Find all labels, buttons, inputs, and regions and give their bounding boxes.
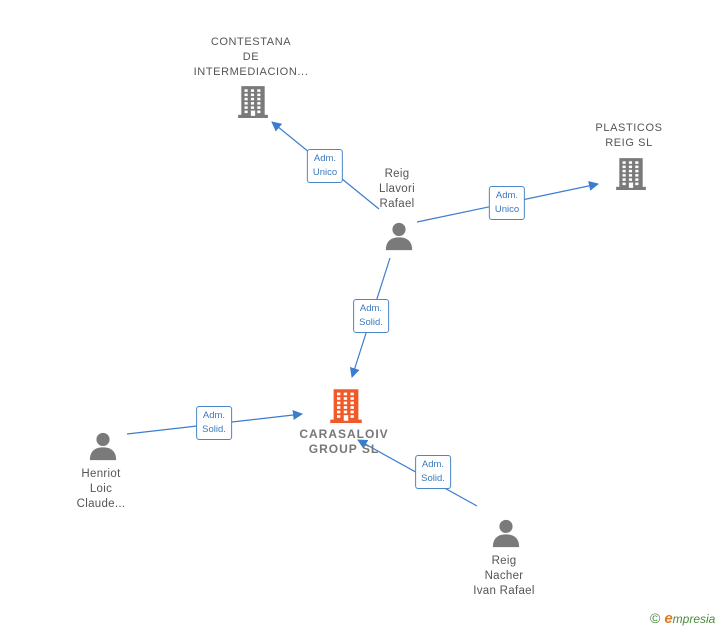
edge-label-line: Adm. [495,190,519,201]
edge-label-reig-nacher-to-carasaloiv[interactable]: Adm. Solid. [415,455,451,489]
node-label-line: Reig [491,555,517,567]
node-label-line: Loic [89,483,113,495]
edge-label-line: Unico [494,204,520,215]
person-icon[interactable] [491,518,521,553]
brand-initial: e [664,610,673,627]
node-label-line: REIG SL [605,137,653,149]
edge-label-line: Adm. [202,410,226,421]
edge-label-line: Solid. [359,317,383,328]
node-label-line: Nacher [484,570,524,582]
node-label-contestana[interactable]: CONTESTANA DE INTERMEDIACION... [171,35,331,80]
footer-brand[interactable]: ©empresia [650,610,715,627]
building-icon[interactable] [236,84,270,123]
node-label-line: Henriot [81,468,121,480]
edge-label-reig-llavori-to-plasticos[interactable]: Adm. Unico [488,186,526,220]
brand-name: mpresia [672,612,716,626]
node-label-line: Llavori [379,183,415,195]
edge-label-line: Adm. [313,153,337,164]
node-label-line: GROUP SL [308,442,380,456]
edge-label-henriot-to-carasaloiv[interactable]: Adm. Solid. [196,406,232,440]
person-icon[interactable] [88,431,118,466]
edge-label-line: Solid. [421,473,445,484]
node-label-line: Ivan Rafael [473,585,535,597]
node-label-line: Reig [384,168,410,180]
building-icon[interactable] [614,156,648,195]
node-label-line: CARASALOIV [299,427,389,441]
node-label-line: Claude... [76,498,126,510]
node-label-line: PLASTICOS [595,122,663,134]
edge-label-line: Adm. [421,459,445,470]
person-icon[interactable] [384,221,414,256]
node-label-line: INTERMEDIACION... [193,66,309,78]
node-label-line: DE [242,51,260,63]
copyright-symbol: © [650,610,661,626]
building-icon[interactable] [328,387,364,428]
edge-label-reig-llavori-to-carasaloiv[interactable]: Adm. Solid. [353,299,389,333]
edge-label-reig-llavori-to-contestana[interactable]: Adm. Unico [306,149,344,183]
edge-label-line: Unico [312,167,338,178]
node-label-plasticos[interactable]: PLASTICOS REIG SL [549,121,709,151]
node-label-line: CONTESTANA [210,36,292,48]
edge-label-line: Solid. [202,424,226,435]
node-label-line: Rafael [379,198,415,210]
edge-label-line: Adm. [359,303,383,314]
